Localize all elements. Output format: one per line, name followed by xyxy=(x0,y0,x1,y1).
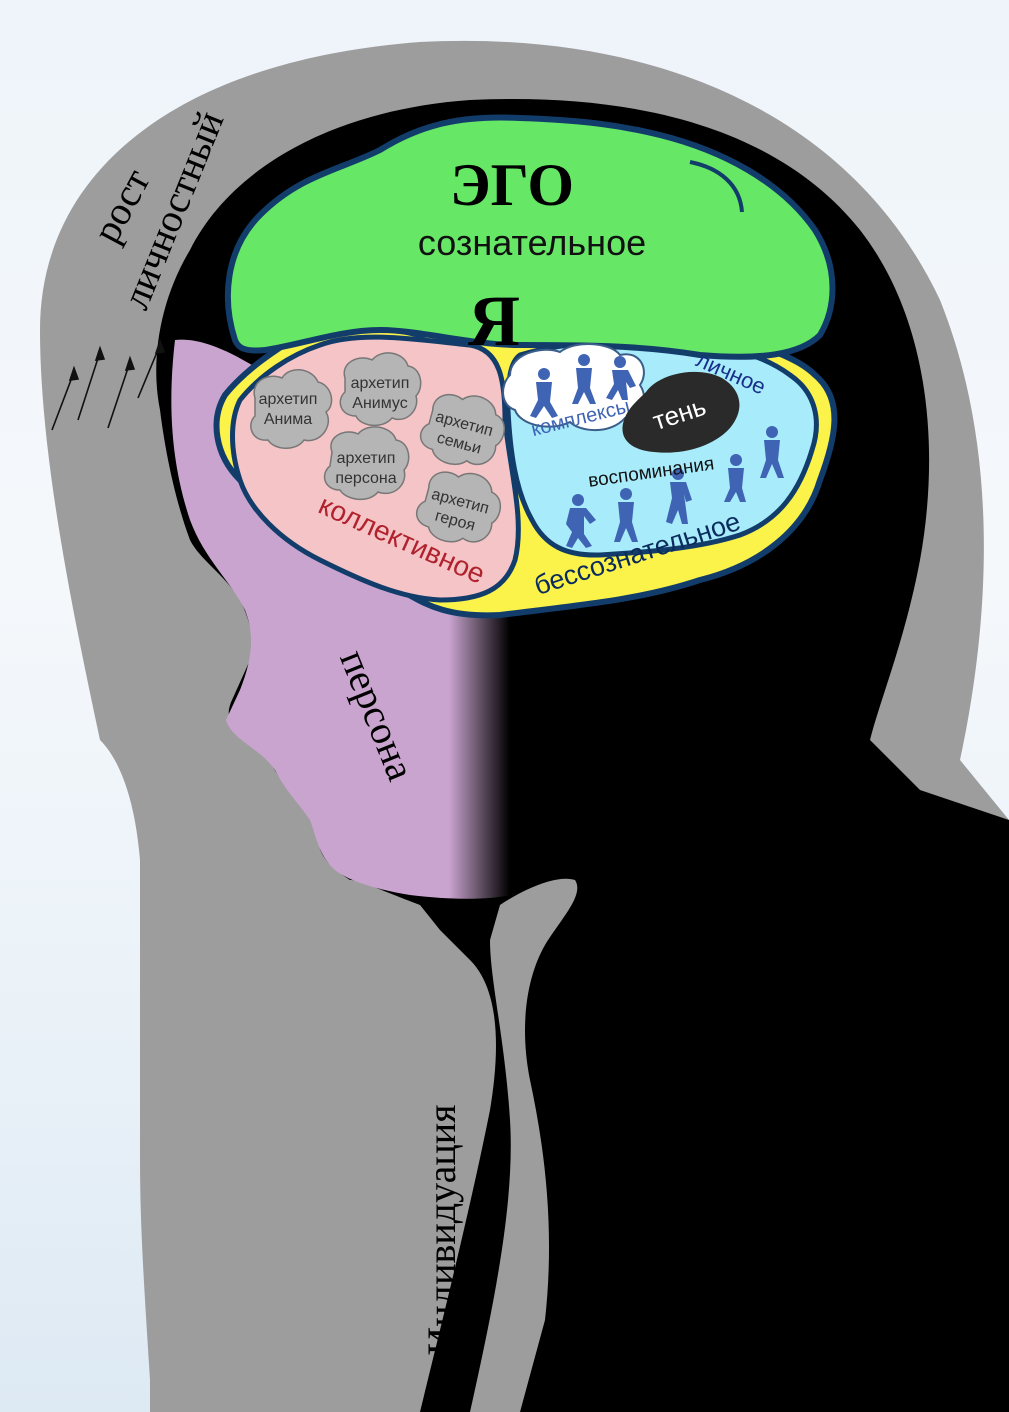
individuation-label: Индивидуация xyxy=(419,1104,464,1355)
cloud-line1: архетип xyxy=(337,450,396,467)
cloud-line1: архетип xyxy=(351,375,410,392)
cloud-line2: Анима xyxy=(264,411,312,428)
ego-title: ЭГО xyxy=(450,152,574,218)
ego-subtitle: сознательное xyxy=(418,222,646,263)
cloud-line1: архетип xyxy=(259,391,318,408)
ego-self-label: Я xyxy=(468,281,520,361)
cloud-line2: персона xyxy=(335,470,396,487)
cloud-line2: Анимус xyxy=(352,395,407,412)
